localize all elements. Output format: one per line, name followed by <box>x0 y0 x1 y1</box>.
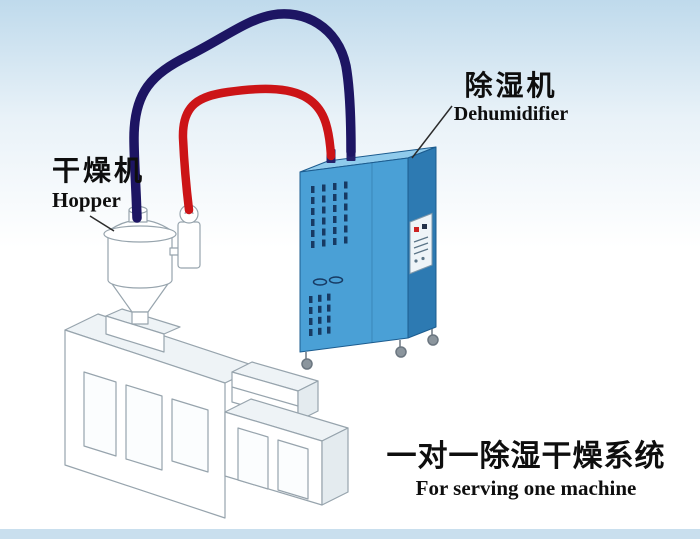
system-caption-cn: 一对一除湿干燥系统 <box>386 440 666 473</box>
vent-oval <box>328 276 344 284</box>
machine-door-panel <box>171 398 209 473</box>
hoses <box>129 9 356 223</box>
bottom-edge-band <box>0 529 700 539</box>
system-caption: 一对一除湿干燥系统 For serving one machine <box>378 441 674 499</box>
dehumidifier-label-en: Dehumidifier <box>453 103 569 126</box>
hopper-leader-line <box>89 215 115 232</box>
hopper-stem <box>131 311 149 325</box>
hopper-body <box>107 233 173 289</box>
supply-hose-red <box>178 84 336 215</box>
machine-door-panel <box>277 439 309 500</box>
dehumidifier-cabinet <box>299 146 439 370</box>
vent-oval <box>312 278 328 286</box>
machine-door-panel <box>125 384 163 471</box>
system-caption-en: For serving one machine <box>415 475 637 500</box>
caster-wheels <box>301 329 439 370</box>
extruder-machine <box>64 308 349 519</box>
dehumidifier-label-cn: 除湿机 <box>464 70 558 101</box>
hopper-label: 干燥机 Hopper <box>52 155 146 213</box>
hopper-dryer <box>103 205 177 325</box>
dehumidifier-label: 除湿机 Dehumidifier <box>444 71 578 125</box>
hopper-label-en: Hopper <box>52 188 121 213</box>
machine-door-panel <box>83 371 117 457</box>
blower-body <box>177 221 201 269</box>
return-hose-navy <box>129 9 356 223</box>
hopper-label-cn: 干燥机 <box>52 155 146 186</box>
dehumidifier-leader-line <box>411 105 453 159</box>
machine-door-panel <box>237 427 269 490</box>
control-panel <box>409 212 433 275</box>
